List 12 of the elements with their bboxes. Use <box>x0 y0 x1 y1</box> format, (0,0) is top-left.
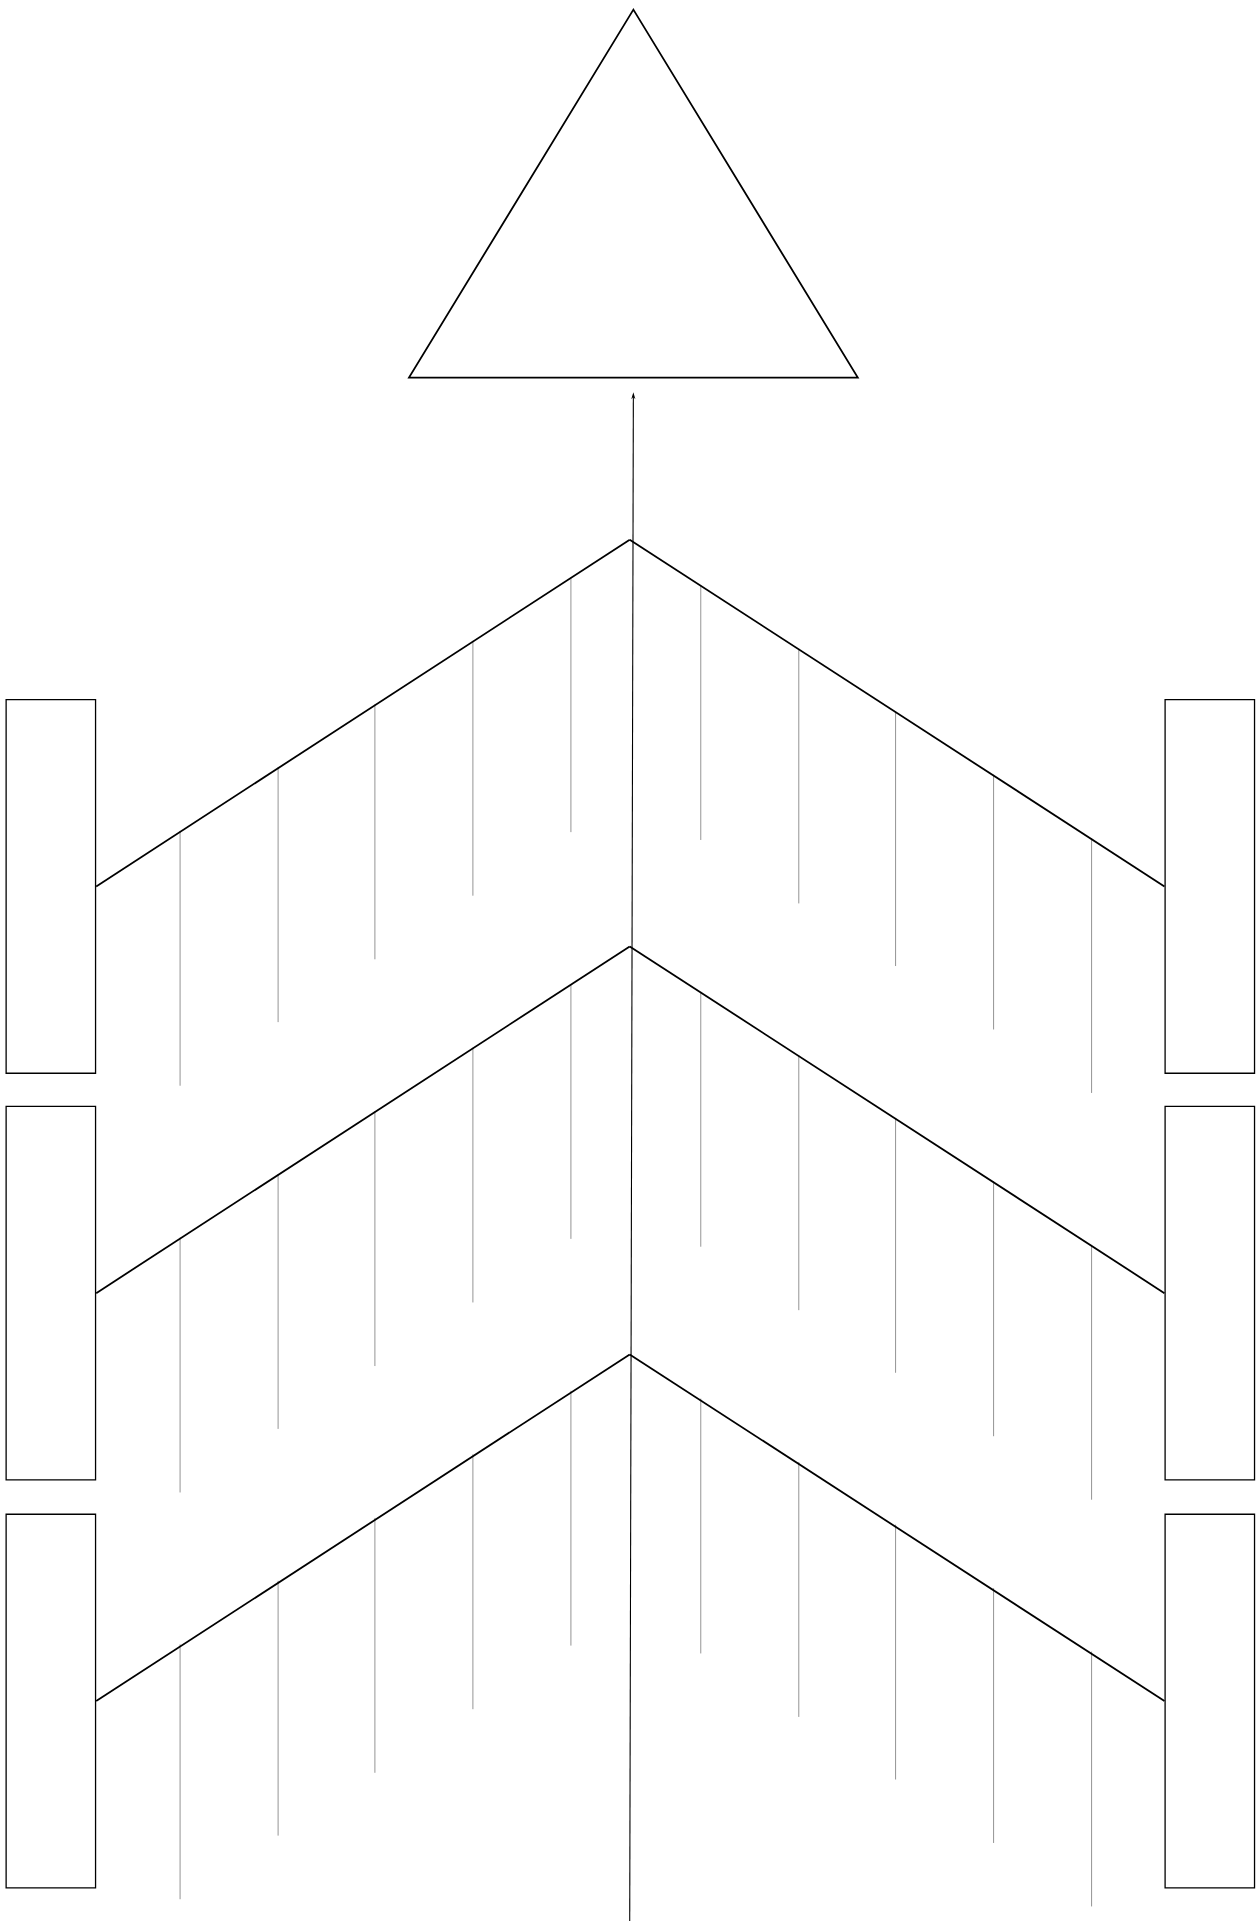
rectangle-box <box>1164 1105 1256 1481</box>
rectangle-box <box>1164 1513 1256 1889</box>
branch-line <box>95 945 631 1295</box>
rectangle-box <box>5 1105 97 1481</box>
branch-line <box>628 945 1166 1295</box>
rectangle-box <box>5 698 97 1074</box>
branch-line <box>95 538 631 888</box>
branch-line <box>628 1353 1166 1702</box>
branch-line <box>95 1353 631 1702</box>
branch-line <box>628 538 1166 888</box>
rectangle-box <box>1164 698 1256 1074</box>
rectangle-box <box>5 1513 97 1889</box>
